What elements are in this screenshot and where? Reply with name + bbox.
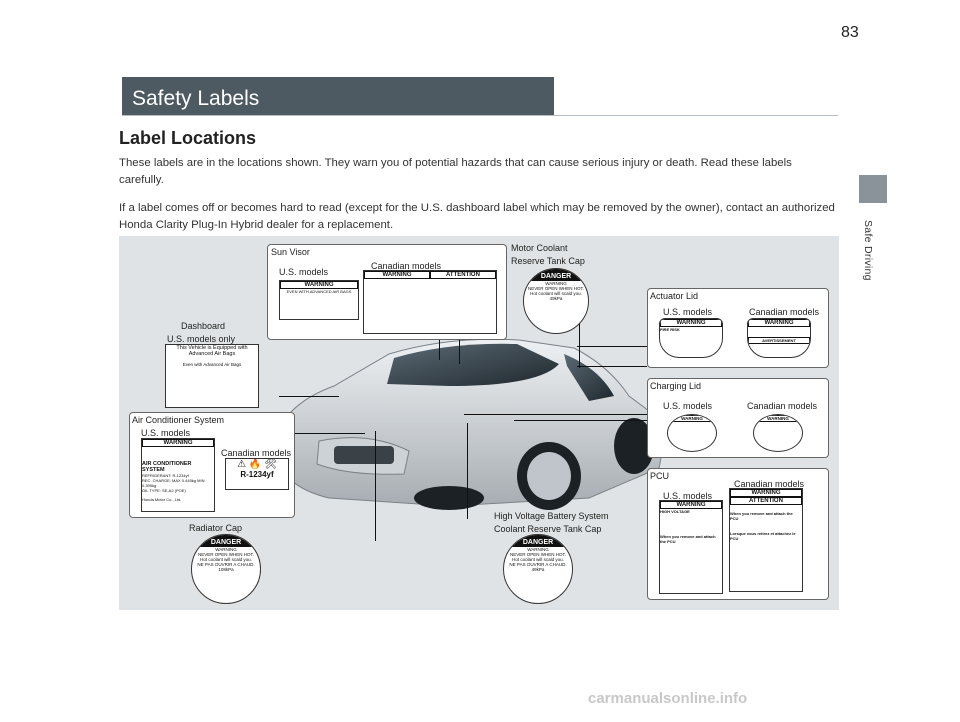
remove-pcu-text: When you remove and attach the PCU [660,534,722,544]
motor-coolant-cap-label: Reserve Tank Cap [511,255,585,267]
attention-banner: ATTENTION [730,497,802,505]
dashboard-label: Dashboard [181,320,225,332]
side-tab-label: Safe Driving [862,220,874,281]
attention-banner: ATTENTION [430,271,496,279]
air-conditioner-label: Air Conditioner System [132,414,224,426]
side-tab [859,175,887,203]
leader-line [295,433,365,434]
section-title: Label Locations [119,128,256,149]
actuator-canadian-sticker: WARNING AVERTISSEMENT [747,318,811,358]
airbag-warning-text: EVEN WITH ADVANCED AIR BAGS [280,289,358,294]
motor-coolant-label: Motor Coolant [511,242,568,254]
warning-banner: WARNING [730,489,802,497]
charging-lid-us-label: U.S. models [663,400,712,412]
ac-warning-symbols: ⚠ 🔥 🛠 [226,459,288,470]
leader-line [577,346,649,347]
ac-maker: Honda Motor Co., Ltd. [142,497,214,502]
actuator-lid-canadian-label: Canadian models [749,306,819,318]
ac-system-title: AIR CONDITIONER SYSTEM [142,461,214,473]
pcu-canadian-sticker: WARNING ATTENTION When you remove and at… [729,488,803,592]
high-voltage-text: HIGH VOLTAGE [660,509,722,514]
warning-banner: WARNING [364,271,430,279]
dashboard-title: This Vehicle is Equipped with Advanced A… [166,345,258,357]
lorsque-text: Lorsque vous retirez et attachez le PCU [730,531,802,541]
actuator-us-sticker: WARNING FIRE RISK [659,318,723,358]
warning-banner: WARNING [280,281,358,289]
pcu-us-sticker: WARNING HIGH VOLTAGE When you remove and… [659,500,723,594]
r1234yf-text: R-1234yf [226,470,288,479]
hv-battery-label: High Voltage Battery System [494,510,609,522]
radiator-cap-label: Radiator Cap [189,522,242,534]
dashboard-subtitle: Even with Advanced Air Bags [166,362,258,367]
sun-visor-label: Sun Visor [271,246,310,258]
radiator-cap-sticker: DANGER WARNING NEVER OPEN WHEN HOT. Hot … [191,534,261,604]
sun-visor-canadian-sticker: WARNING ATTENTION [363,270,497,334]
intro-paragraph: These labels are in the locations shown.… [119,155,839,189]
air-conditioner-us-sticker: WARNING AIR CONDITIONER SYSTEM REFRIGERA… [141,438,215,512]
hv-coolant-cap-label: Coolant Reserve Tank Cap [494,523,601,535]
leader-line [514,420,649,421]
leader-line [279,396,339,397]
motor-coolant-sticker: DANGER WARNING NEVER OPEN WHEN HOT. Hot … [523,268,589,334]
leader-line [577,366,647,367]
ac-charge: REC. CHARGE: MAX 0.445kg MIN 0.395kg [142,478,214,488]
label-location-diagram: Sun Visor U.S. models Canadian models WA… [119,236,839,610]
pcu-label: PCU [650,470,669,482]
actuator-lid-us-label: U.S. models [663,306,712,318]
pressure-text: 108kPa [192,567,260,572]
sun-visor-us-sticker: WARNING EVEN WITH ADVANCED AIR BAGS [279,280,359,320]
leader-line [375,431,376,541]
watermark: carmanualsonline.info [588,690,747,707]
pressure-text: 49kPa [504,567,572,572]
avertissement-banner: AVERTISSEMENT [748,337,810,344]
hv-coolant-sticker: DANGER WARNING NEVER OPEN WHEN HOT. Hot … [503,534,573,604]
page-number: 83 [841,24,859,42]
page-title: Safety Labels [122,77,554,115]
charging-lid-label: Charging Lid [650,380,701,392]
warning-banner: WARNING [660,501,722,509]
dashboard-sticker: This Vehicle is Equipped with Advanced A… [165,344,259,408]
warning-banner: WARNING [142,439,214,447]
leader-line [459,336,460,364]
leader-line [467,423,468,519]
warning-banner: WARNING [748,319,810,327]
actuator-lid-label: Actuator Lid [650,290,698,302]
fire-risk-text: FIRE RISK [660,327,722,332]
pressure-text: 49kPa [524,296,588,301]
charging-canadian-sticker: WARNING [753,414,803,452]
ac-oil: OIL TYPE: SE-A2 (POE) [142,488,214,493]
title-divider [122,115,838,116]
leader-line [464,414,649,415]
charging-us-sticker: WARNING [667,414,717,452]
warning-banner: WARNING [660,319,722,327]
charging-lid-canadian-label: Canadian models [747,400,817,412]
air-conditioner-canadian-sticker: ⚠ 🔥 🛠 R-1234yf [225,458,289,490]
replacement-paragraph: If a label comes off or becomes hard to … [119,200,839,234]
remove-pcu-text: When you remove and attach the PCU [730,511,802,521]
sun-visor-us-label: U.S. models [279,266,328,278]
